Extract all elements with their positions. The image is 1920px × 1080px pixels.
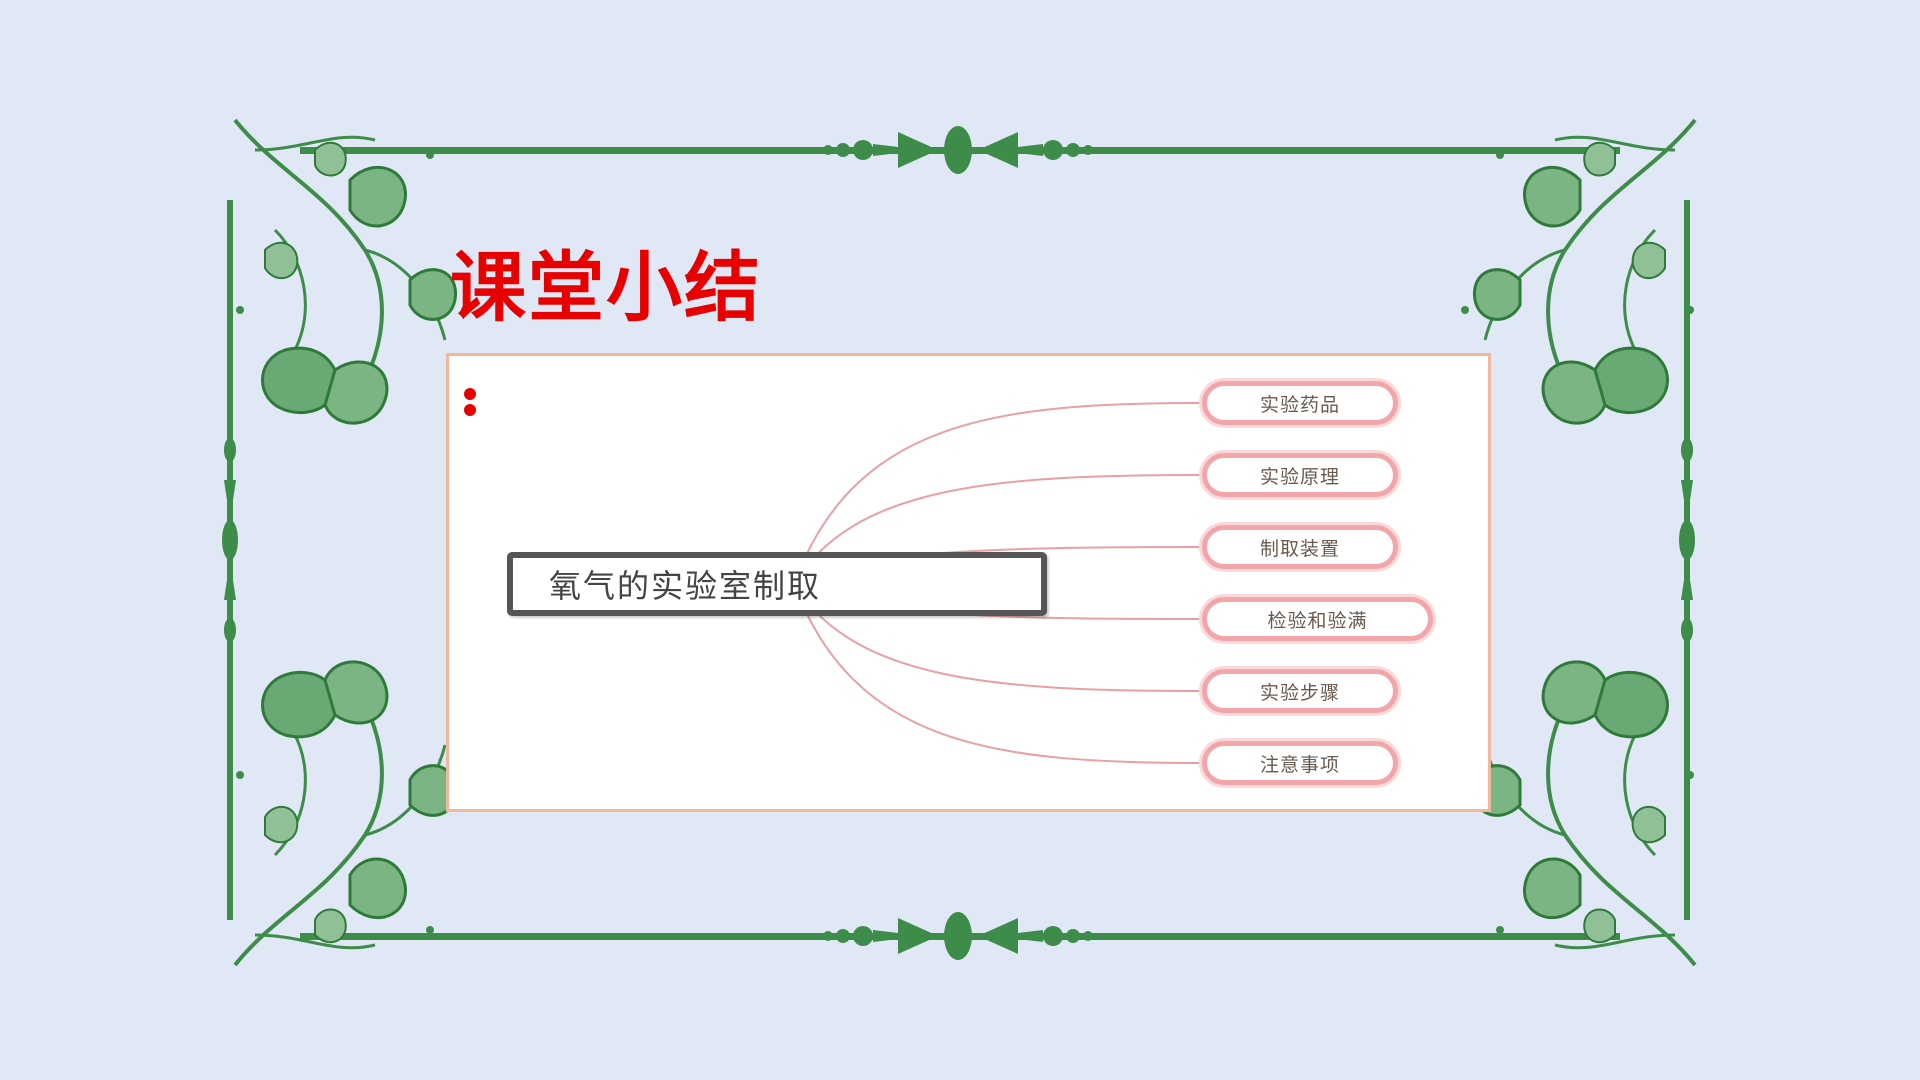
red-bullet-dot-upper: [464, 388, 476, 400]
red-bullet-dot-lower: [464, 404, 476, 416]
mindmap-branch-node: 检验和验满: [1202, 597, 1433, 641]
branch-connector: [793, 583, 1203, 764]
mindmap-branch-node: 注意事项: [1202, 741, 1398, 785]
mindmap-central-topic: 氧气的实验室制取: [507, 552, 1047, 616]
mindmap-branch-node: 制取装置: [1202, 525, 1398, 569]
mindmap-branch-node: 实验药品: [1202, 381, 1398, 425]
branch-connector: [793, 402, 1203, 585]
slide-title: 课堂小结: [450, 243, 762, 332]
branch-connector: [793, 583, 1203, 692]
branch-connector: [793, 474, 1203, 585]
mindmap-branch-node: 实验步骤: [1202, 669, 1398, 713]
mindmap-panel: 氧气的实验室制取 实验药品 实验原理 制取装置 检验和验满 实验步骤 注意事项: [446, 353, 1491, 812]
mindmap-branch-node: 实验原理: [1202, 453, 1398, 497]
